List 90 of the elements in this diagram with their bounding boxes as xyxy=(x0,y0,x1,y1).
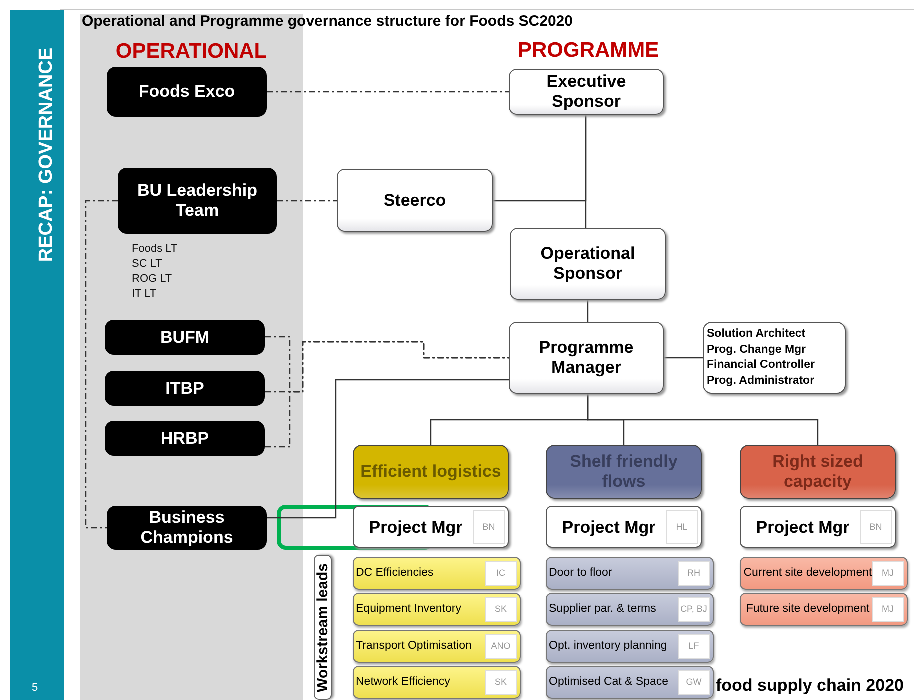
sponsor-box xyxy=(509,69,664,115)
box-title: Foods Exco xyxy=(138,82,236,102)
workstream-header xyxy=(353,445,509,499)
team-name: Foods LT xyxy=(132,242,178,257)
box-title: BU Leadership Team xyxy=(136,181,258,221)
box-title: HRBP xyxy=(160,428,210,448)
project-manager-box xyxy=(740,506,896,548)
initials-label: MJ xyxy=(872,597,904,622)
leadership-box xyxy=(118,168,277,234)
box-title: Executive Sponsor xyxy=(546,72,628,112)
connector-line xyxy=(664,357,703,359)
committee-box xyxy=(337,169,493,232)
workstream-item xyxy=(353,557,521,590)
role-box xyxy=(105,371,265,406)
box-title: Shelf friendly flows xyxy=(569,452,679,492)
workstream-header xyxy=(546,445,702,499)
initials-label: MJ xyxy=(872,561,904,586)
workstream-item xyxy=(740,557,908,590)
connector-line xyxy=(277,200,337,202)
champions-box xyxy=(107,506,267,550)
initials-label: ANO xyxy=(485,634,517,659)
box-title: Efficient logistics xyxy=(360,462,502,482)
workstream-leads-bar xyxy=(314,555,332,700)
box-title: ITBP xyxy=(166,378,204,398)
team-name: IT LT xyxy=(132,287,157,302)
workstream-name: Current site development xyxy=(743,567,873,580)
workstream-item xyxy=(546,557,714,590)
page-number: 5 xyxy=(32,682,38,694)
workstream-name: Future site development xyxy=(745,603,871,616)
initials-label: GW xyxy=(678,670,710,695)
workstream-name: Door to floor xyxy=(549,567,612,580)
workstream-item xyxy=(546,630,714,663)
workstream-header xyxy=(740,445,896,499)
box-title: Programme Manager xyxy=(538,338,635,378)
role-box xyxy=(105,320,265,355)
initials-label: BN xyxy=(473,510,505,544)
workstream-name: DC Efficiencies xyxy=(356,567,434,580)
team-name: ROG LT xyxy=(132,272,172,287)
role-name: Financial Controller xyxy=(707,358,816,373)
workstream-name: Network Efficiency xyxy=(356,676,450,689)
workstream-name: Supplier par. & terms xyxy=(549,603,656,616)
workstream-name: Opt. inventory planning xyxy=(549,640,668,653)
box-title: Operational Sponsor xyxy=(540,244,636,284)
roles-box xyxy=(703,322,846,394)
box-title: BUFM xyxy=(160,328,210,348)
workstream-item xyxy=(546,666,714,699)
initials-label: HL xyxy=(666,510,698,544)
exco-box xyxy=(107,67,267,117)
connector-line xyxy=(585,115,587,228)
project-manager-box xyxy=(546,506,702,548)
diagram-title: Operational and Programme governance structure for Foods SC2020 xyxy=(82,13,573,30)
initials-label: IC xyxy=(485,561,517,586)
workstream-name: Transport Optimisation xyxy=(356,640,472,653)
section-title: RECAP: GOVERNANCE xyxy=(36,48,58,262)
section-heading: OPERATIONAL xyxy=(116,40,268,64)
initials-label: LF xyxy=(678,634,710,659)
box-title: Steerco xyxy=(384,190,446,210)
workstream-item xyxy=(353,593,521,626)
connector-line xyxy=(85,200,118,529)
footer-text: food supply chain 2020 xyxy=(716,676,904,696)
initials-label: SK xyxy=(485,597,517,622)
initials-label: BN xyxy=(860,510,892,544)
manager-box xyxy=(509,322,664,394)
team-name: SC LT xyxy=(132,257,162,272)
role-title: Project Mgr xyxy=(561,518,657,536)
section-heading: PROGRAMME xyxy=(518,39,660,63)
initials-label: SK xyxy=(485,670,517,695)
role-title: Project Mgr xyxy=(755,518,851,536)
connector-line xyxy=(267,91,509,93)
role-box xyxy=(105,421,265,456)
workstream-name: Optimised Cat & Space xyxy=(549,676,669,689)
project-manager-box xyxy=(353,506,509,548)
workstream-item xyxy=(353,630,521,663)
connector-line xyxy=(265,341,509,448)
workstream-name: Equipment Inventory xyxy=(356,603,462,616)
workstream-item xyxy=(353,666,521,699)
initials-label: RH xyxy=(678,561,710,586)
sponsor-box xyxy=(510,228,666,300)
role-title: Project Mgr xyxy=(368,518,464,536)
role-name: Solution Architect xyxy=(707,327,807,342)
initials-label: CP, BJ xyxy=(678,597,710,622)
connector-line xyxy=(587,394,819,445)
role-name: Prog. Change Mgr xyxy=(707,342,808,358)
workstream-item xyxy=(546,593,714,626)
box-title: Right sized capacity xyxy=(772,452,864,492)
connector-line xyxy=(587,300,589,322)
vertical-label: Workstream leads xyxy=(314,563,332,692)
box-title: Business Champions xyxy=(140,508,234,548)
role-name: Prog. Administrator xyxy=(707,374,816,388)
workstream-item xyxy=(740,593,908,626)
